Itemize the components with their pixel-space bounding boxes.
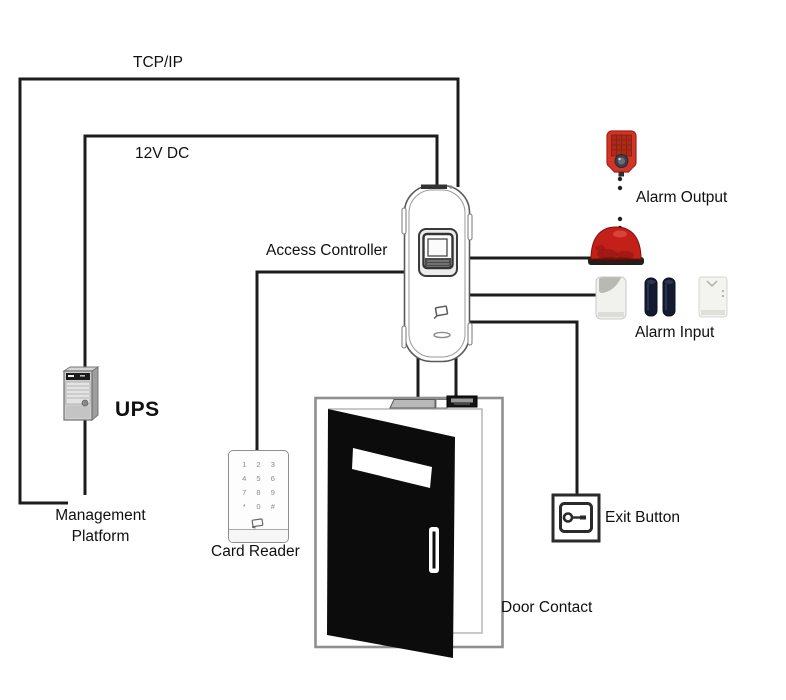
keypad-key: 4 bbox=[242, 474, 247, 483]
card-reader-label: Card Reader bbox=[211, 543, 300, 560]
ups-label: UPS bbox=[115, 398, 160, 421]
pir-motion-sensor-device bbox=[594, 272, 630, 322]
keypad-key: 3 bbox=[270, 460, 275, 469]
door-contact-sensor bbox=[446, 395, 478, 408]
card-swipe-icon bbox=[433, 305, 449, 320]
alarm-output-label: Alarm Output bbox=[636, 189, 728, 206]
card-reader-device: 1 2 3 4 5 6 7 8 9 * 0 # bbox=[228, 450, 289, 543]
fingerprint-scanner-icon bbox=[418, 228, 458, 277]
keypad-key: 2 bbox=[256, 460, 261, 469]
exit-button-device bbox=[551, 493, 601, 543]
keypad-key: 8 bbox=[256, 488, 261, 497]
side-tab bbox=[467, 322, 473, 346]
card-swipe-icon bbox=[250, 517, 266, 529]
door-handle bbox=[429, 527, 439, 573]
top-notch bbox=[421, 184, 447, 189]
wireless-contact-device bbox=[697, 274, 730, 320]
keypad-key: # bbox=[270, 502, 275, 511]
wire-exit-button bbox=[470, 320, 579, 496]
keypad-key: 5 bbox=[256, 474, 261, 483]
keypad-key: 0 bbox=[256, 502, 261, 511]
side-tab bbox=[401, 325, 407, 349]
dc-power-label: 12V DC bbox=[135, 145, 190, 162]
access-controller-label: Access Controller bbox=[266, 242, 388, 259]
keypad-key: * bbox=[242, 502, 246, 511]
alarm-siren-dome-device bbox=[587, 224, 649, 270]
alarm-strobe-device bbox=[604, 128, 640, 180]
keypad-key: 6 bbox=[270, 474, 275, 483]
door-assembly bbox=[310, 392, 508, 667]
dotted-connector bbox=[617, 176, 623, 231]
tcp-ip-label: TCP/IP bbox=[133, 54, 183, 71]
keypad-key: 1 bbox=[242, 460, 247, 469]
bottom-slot bbox=[433, 331, 451, 339]
magnetic-lock bbox=[389, 399, 436, 409]
wire-tcp-ip bbox=[18, 77, 460, 505]
wire-12v-dc bbox=[83, 134, 439, 495]
access-controller-device bbox=[395, 180, 485, 368]
keypad: 1 2 3 4 5 6 7 8 9 * 0 # bbox=[229, 451, 288, 511]
door-window bbox=[352, 448, 432, 488]
key-icon bbox=[562, 512, 586, 523]
wire-card-reader bbox=[255, 270, 404, 454]
side-tab bbox=[401, 207, 407, 235]
exit-button-label: Exit Button bbox=[605, 509, 680, 526]
keypad-key: 9 bbox=[270, 488, 275, 497]
door-contact-label: Door Contact bbox=[501, 599, 593, 616]
management-platform-line1: Management bbox=[55, 507, 146, 524]
management-platform-line2: Platform bbox=[71, 528, 130, 545]
side-tab bbox=[467, 213, 473, 241]
beam-cylinder bbox=[662, 277, 676, 317]
card-reader-base bbox=[229, 529, 288, 542]
alarm-input-label: Alarm Input bbox=[635, 324, 715, 341]
ups-device bbox=[60, 363, 102, 423]
management-platform-label: Management Platform bbox=[30, 505, 171, 547]
beam-sensor-pair-device bbox=[644, 276, 678, 318]
beam-cylinder bbox=[644, 277, 658, 317]
keypad-key: 7 bbox=[242, 488, 247, 497]
